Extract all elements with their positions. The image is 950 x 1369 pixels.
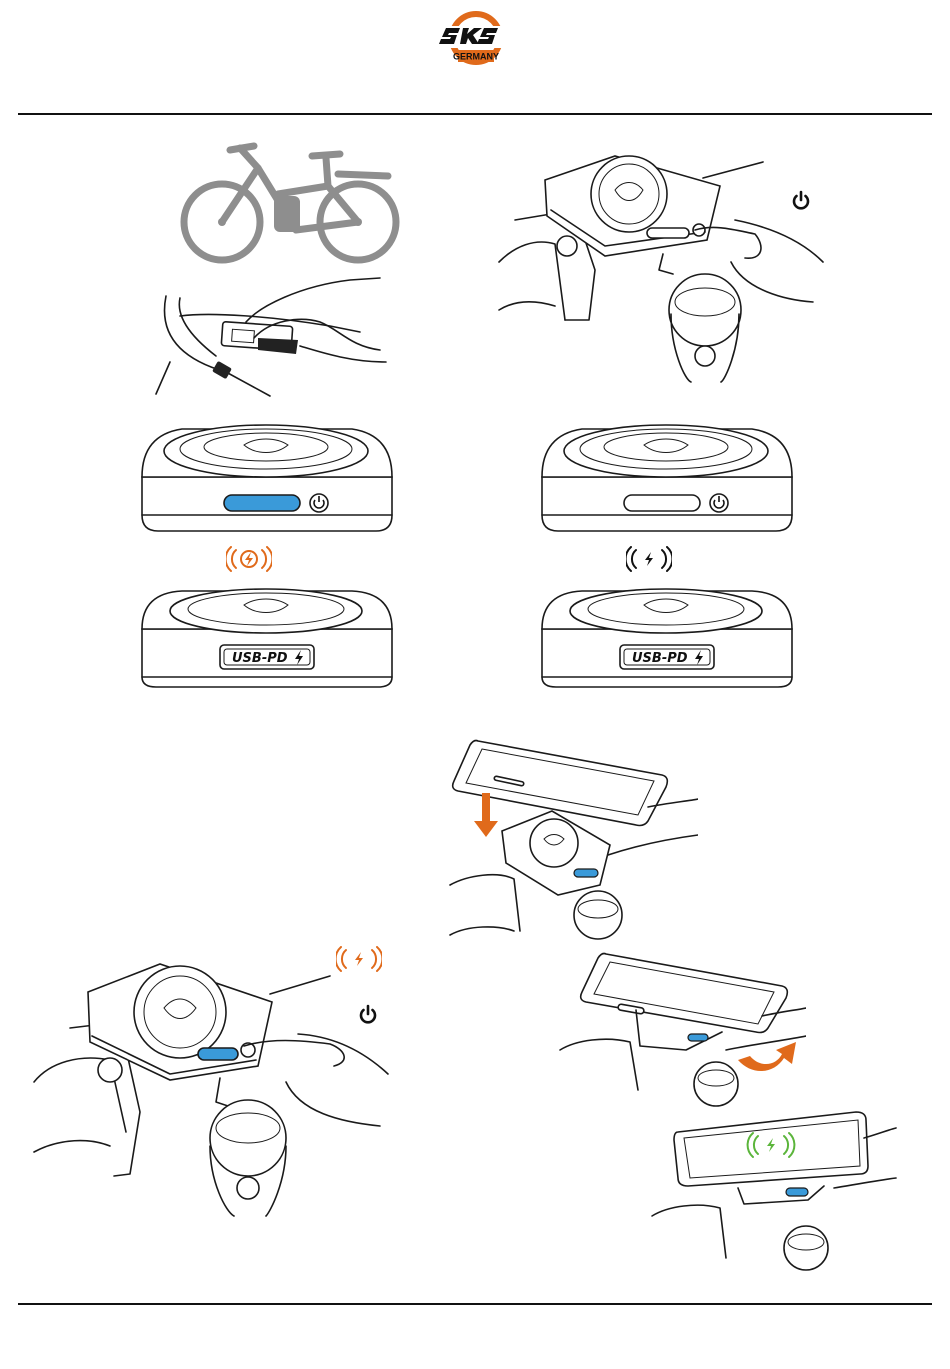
ebike-display-press-illustration [150, 276, 390, 401]
phone-rotate-lock-illustration [556, 950, 806, 1115]
power-icon [790, 190, 812, 212]
phone-mount-insert-illustration [448, 735, 698, 945]
device-usb-pd-right: USB-PD [536, 583, 798, 693]
logo-country: GERMANY [453, 52, 499, 62]
wireless-charge-icon-orange [226, 546, 272, 572]
footer-rule [18, 1303, 932, 1305]
mount-power-press-illustration [495, 150, 825, 385]
device-front-led-on [136, 415, 398, 537]
mount-power-on-led-illustration [30, 962, 390, 1217]
phone-charging-illustration [648, 1108, 898, 1273]
device-front-led-off [536, 415, 798, 537]
sks-logo: GERMANY [436, 8, 516, 68]
device-usb-pd-left: USB-PD [136, 583, 398, 693]
usb-pd-label: USB-PD [232, 651, 288, 666]
usb-pd-label: USB-PD [632, 651, 688, 666]
wireless-charge-icon-orange-2 [336, 946, 382, 972]
header-rule [18, 113, 932, 115]
power-icon-2 [357, 1004, 379, 1026]
ebike-illustration [178, 138, 408, 268]
wireless-charge-icon-black [626, 546, 672, 572]
